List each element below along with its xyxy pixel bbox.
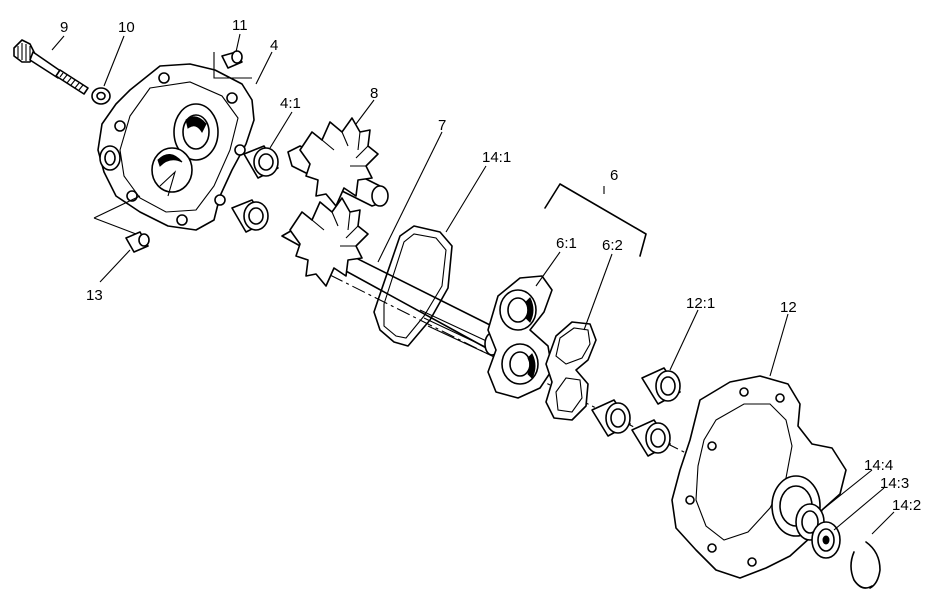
label-14-4: 14:4	[864, 457, 893, 474]
label-9: 9	[60, 19, 68, 36]
group-bracket-6	[544, 183, 647, 257]
dowel-pin-part-13	[125, 231, 150, 253]
gasket-part-14-1	[373, 225, 453, 347]
label-13: 13	[86, 287, 103, 304]
label-14-3: 14:3	[880, 475, 909, 492]
bolt-part-9	[13, 39, 89, 95]
label-4-1: 4:1	[280, 95, 301, 112]
label-8: 8	[370, 85, 378, 102]
retaining-ring-part-14-2	[850, 541, 881, 589]
label-6-2: 6:2	[602, 237, 623, 254]
label-6: 6	[610, 167, 618, 184]
dowel-pin-part-11	[221, 50, 243, 69]
label-11: 11	[232, 17, 248, 34]
idler-gear-part-8	[287, 117, 389, 207]
seal-ring-part-6-2	[545, 321, 597, 421]
front-cover-part-4	[93, 52, 255, 235]
shaft-seal-part-14-3	[811, 521, 841, 559]
label-12-1: 12:1	[686, 295, 715, 312]
leader-lines	[51, 33, 895, 535]
needle-bearing-part-12-1	[591, 367, 681, 457]
wear-plate-part-6-1	[487, 275, 553, 399]
label-14-2: 14:2	[892, 497, 921, 514]
needle-bearing-part-4-1	[231, 145, 279, 233]
washer-part-10	[91, 87, 111, 105]
label-4: 4	[270, 37, 278, 54]
label-12: 12	[780, 299, 797, 316]
label-6-1: 6:1	[556, 235, 577, 252]
label-7: 7	[438, 117, 446, 134]
label-10: 10	[118, 19, 135, 36]
label-14-1: 14:1	[482, 149, 511, 166]
